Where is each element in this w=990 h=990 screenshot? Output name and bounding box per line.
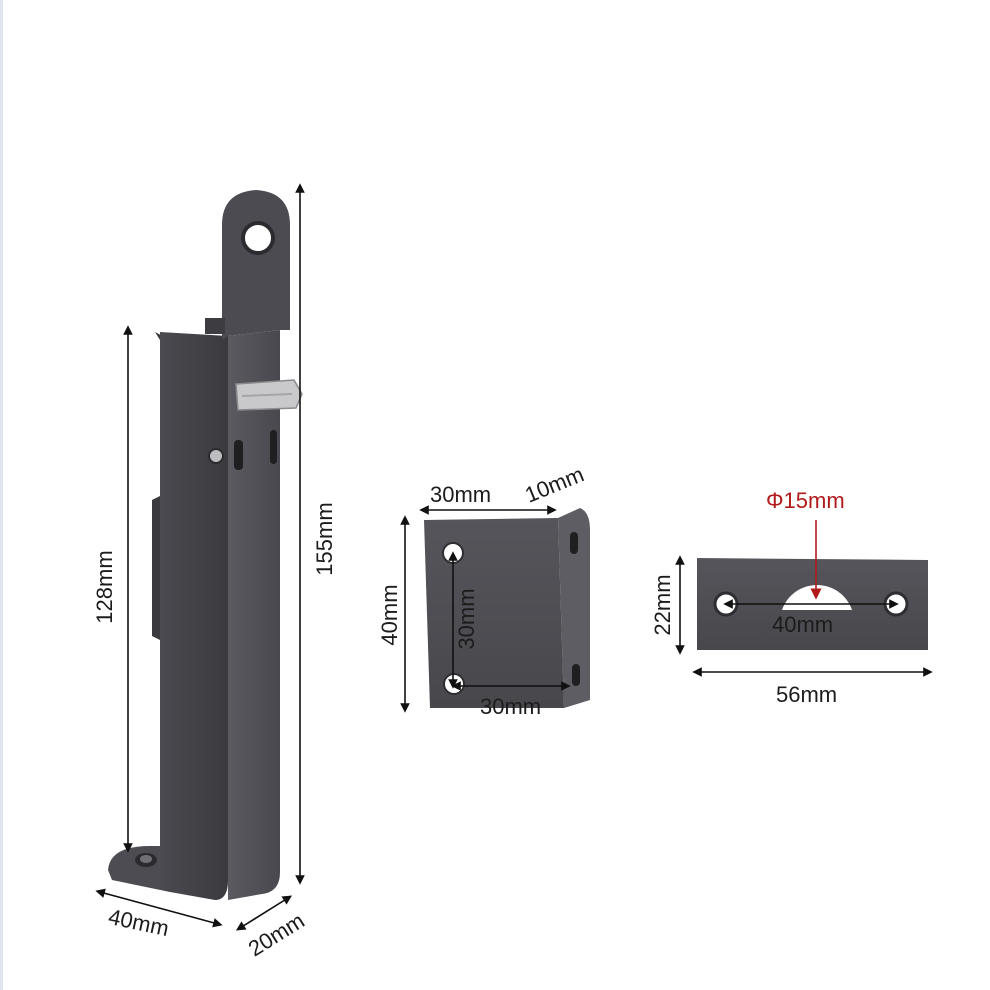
bracket-horizontal-spacing-label: 30mm xyxy=(480,694,542,719)
slide-bolt-illustration xyxy=(108,190,303,900)
bolt-width-40-line xyxy=(95,888,223,928)
left-edge-line xyxy=(0,0,3,990)
bolt-body-height-label: 128mm xyxy=(92,550,117,624)
bracket-slot-bottom xyxy=(572,664,580,686)
bracket-height-label: 40mm xyxy=(377,584,402,646)
plate-width-label: 56mm xyxy=(776,682,838,707)
bolt-depth-20-line xyxy=(235,895,293,931)
plate-hole-spacing-label: 40mm xyxy=(772,612,834,637)
plate-diameter-label: Φ15mm xyxy=(766,488,845,513)
bolt-total-height-label: 155mm xyxy=(312,502,337,576)
bolt-screw-icon xyxy=(208,448,224,464)
bolt-top-tab xyxy=(205,318,225,334)
bolt-lug-hole xyxy=(241,221,275,255)
bolt-front-face xyxy=(160,332,228,900)
bracket-main-face xyxy=(424,518,564,708)
bracket-hole-bottom xyxy=(443,673,465,695)
bracket-vertical-spacing-label: 30mm xyxy=(454,588,479,650)
bolt-slot-right xyxy=(270,430,277,464)
plate-height-label: 22mm xyxy=(650,574,675,636)
bracket-face-width-label: 30mm xyxy=(430,482,492,507)
bolt-handle-ridge xyxy=(241,393,293,397)
bolt-top-lug xyxy=(222,190,290,340)
bolt-slot-left xyxy=(234,440,243,470)
bracket-slot-top xyxy=(570,532,578,554)
bracket-side-flange xyxy=(558,508,590,708)
angle-bracket-illustration xyxy=(424,508,590,708)
bolt-side-face xyxy=(228,330,280,900)
bolt-base-hole-inner xyxy=(140,855,152,863)
